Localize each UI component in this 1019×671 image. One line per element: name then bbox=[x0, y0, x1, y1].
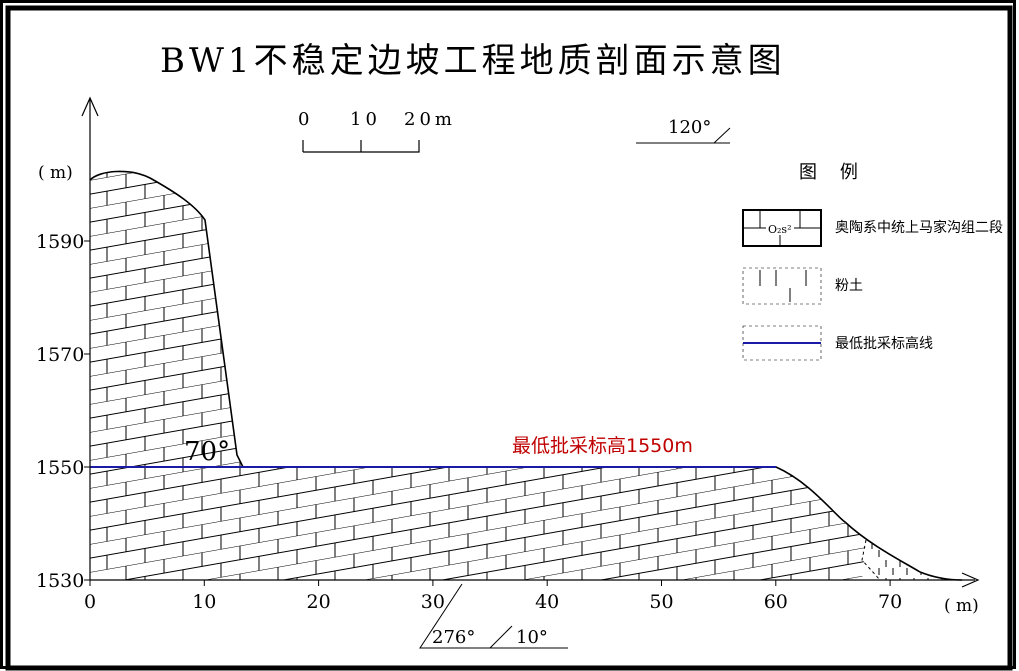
rock-formation bbox=[90, 171, 866, 581]
x-tick-label: 0 bbox=[84, 591, 96, 613]
inner-border bbox=[5, 5, 1013, 671]
legend: 图 例 O₂s² 奥陶系中统上马家沟组二段 粉土 最低批采标高线 bbox=[742, 162, 1003, 361]
x-tick-label: 60 bbox=[764, 591, 788, 613]
legend-item-limestone: O₂s² 奥陶系中统上马家沟组二段 bbox=[742, 209, 1003, 247]
y-tick-label: 1590 bbox=[36, 231, 84, 253]
x-tick-label: 10 bbox=[192, 591, 216, 613]
min-mining-elevation-label: 最低批采标高1550m bbox=[512, 435, 693, 457]
y-axis-arrow-icon bbox=[81, 96, 99, 117]
x-tick-label: 50 bbox=[649, 591, 673, 613]
silt-dash-pattern-icon bbox=[759, 270, 807, 302]
x-tick-label: 70 bbox=[878, 591, 902, 613]
scale-bar: 0 10 20m bbox=[298, 109, 456, 153]
y-tick-label: 1550 bbox=[36, 457, 84, 479]
x-tick-label: 30 bbox=[421, 591, 445, 613]
x-axis-arrow-icon bbox=[961, 572, 980, 588]
ground-profile bbox=[89, 170, 963, 581]
y-tick-label: 1570 bbox=[36, 344, 84, 366]
direction-indicator-top: 120° bbox=[636, 117, 731, 144]
scale-label-10: 10 bbox=[350, 109, 381, 130]
silt-zone bbox=[845, 522, 962, 580]
direction-bottom-left: 276° bbox=[432, 627, 475, 648]
direction-top-label: 120° bbox=[668, 117, 711, 138]
x-axis: ( m) 0 10 20 30 40 50 60 70 bbox=[84, 572, 980, 616]
y-tick-label: 1530 bbox=[36, 570, 84, 592]
legend-symbol-o2s2: O₂s² bbox=[768, 223, 791, 236]
x-tick-label: 40 bbox=[535, 591, 559, 613]
legend-item-silt: 粉土 bbox=[742, 267, 863, 305]
legend-label-silt: 粉土 bbox=[835, 278, 863, 294]
silt-boundary bbox=[861, 539, 881, 581]
y-axis: ( m) 1590 1570 1550 1530 bbox=[36, 96, 99, 592]
diagram-title: BW1不稳定边坡工程地质剖面示意图 bbox=[160, 41, 786, 81]
scale-label-0: 0 bbox=[298, 109, 309, 130]
legend-item-elevation-line: 最低批采标高线 bbox=[742, 325, 933, 361]
scale-label-20m: 20m bbox=[404, 109, 456, 130]
legend-label-limestone: 奥陶系中统上马家沟组二段 bbox=[835, 219, 1003, 236]
legend-title: 图 例 bbox=[799, 162, 858, 183]
slope-angle-label: 70° bbox=[184, 437, 230, 467]
legend-label-elevation-line: 最低批采标高线 bbox=[835, 335, 933, 352]
direction-indicator-bottom: 276° 10° bbox=[419, 583, 568, 649]
x-tick-label: 20 bbox=[307, 591, 331, 613]
x-axis-unit: ( m) bbox=[944, 596, 979, 616]
direction-bottom-right: 10° bbox=[516, 627, 548, 648]
y-axis-unit: ( m) bbox=[38, 163, 73, 183]
